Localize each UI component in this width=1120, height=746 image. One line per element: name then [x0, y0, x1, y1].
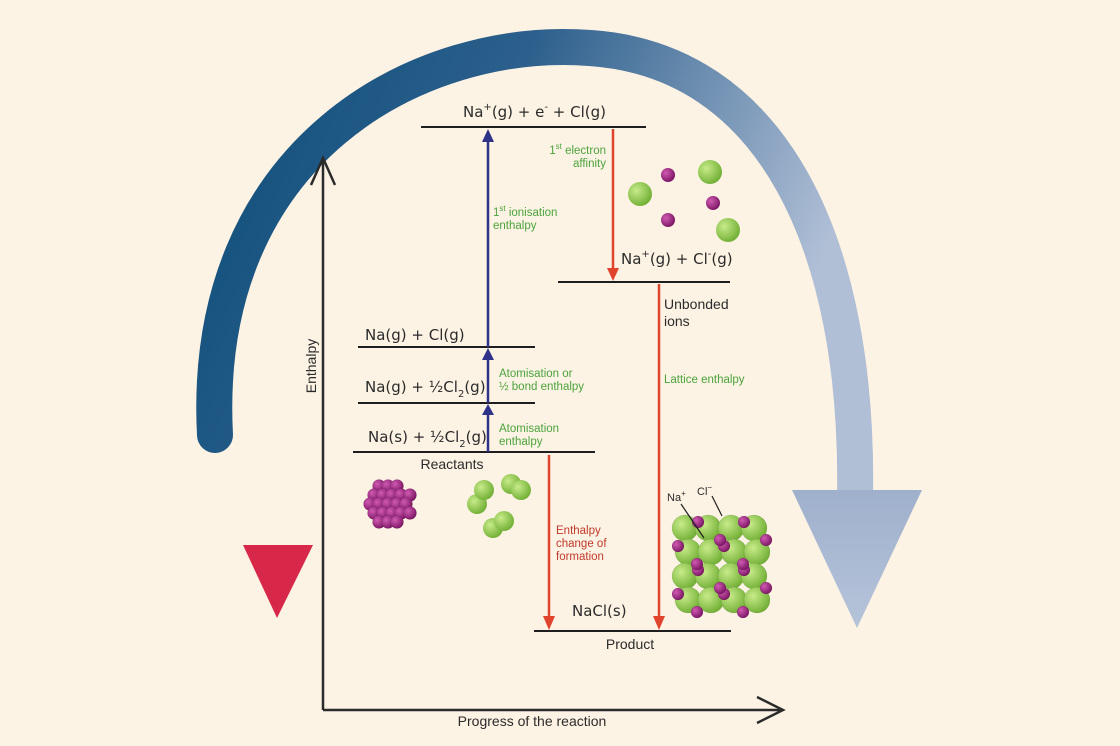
nacl-lattice-illustration	[671, 514, 773, 619]
formation-line1: Enthalpy	[556, 525, 601, 537]
sodium-metal-illustration	[363, 479, 417, 529]
level-label-ionised-atoms: Na+(g) + e- + Cl(g)	[463, 102, 606, 121]
level-label-gas-atoms: Na(g) + Cl(g)	[365, 326, 465, 344]
red-step-arrows	[543, 129, 665, 630]
chlorine-molecules-illustration	[467, 474, 531, 538]
level-label-ions: Na+(g) + Cl-(g)	[621, 249, 733, 268]
ionisation-line1: 1st ionisation	[493, 204, 557, 219]
electron-affinity-line1: 1st electron	[549, 142, 606, 157]
atomisation-1-line2: enthalpy	[499, 436, 543, 448]
product-label: Product	[606, 636, 654, 652]
atomisation-2-line2: ½ bond enthalpy	[499, 381, 584, 393]
unbonded-label-line1: Unbonded	[664, 296, 729, 312]
lattice-cl-label: Cl−	[697, 483, 712, 498]
energy-level-lines	[353, 126, 731, 632]
lattice-enthalpy-label: Lattice enthalpy	[664, 374, 745, 386]
free-ions-illustration	[628, 160, 740, 242]
level-label-atomised-na: Na(g) + ½Cl2(g)	[365, 378, 486, 400]
level-label-product-formula: NaCl(s)	[572, 602, 627, 620]
electron-affinity-line2: affinity	[573, 158, 606, 170]
enthalpy-decrease-arrow	[243, 438, 313, 618]
axes	[309, 154, 786, 725]
unbonded-label-line2: ions	[664, 313, 690, 329]
ionisation-line2: enthalpy	[493, 220, 537, 232]
x-axis-label: Progress of the reaction	[458, 713, 607, 729]
y-axis-label: Enthalpy	[303, 339, 319, 393]
atomisation-2-line1: Atomisation or	[499, 368, 573, 380]
blue-step-arrows	[482, 129, 494, 452]
formation-line2: change of	[556, 538, 607, 550]
lattice-na-label: Na+	[667, 489, 686, 504]
reactants-label: Reactants	[420, 456, 483, 472]
formation-line3: formation	[556, 551, 604, 563]
atomisation-1-line1: Atomisation	[499, 423, 559, 435]
level-label-reactants-formula: Na(s) + ½Cl2(g)	[368, 428, 487, 450]
cycle-arc-arrow	[196, 29, 922, 628]
